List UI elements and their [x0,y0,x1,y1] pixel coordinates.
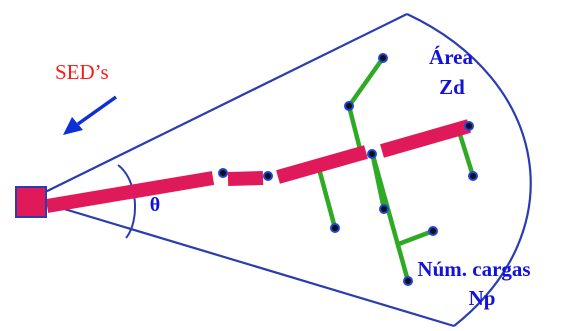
feeder-segment-4 [380,119,471,158]
loads-label: Núm. cargas [417,257,530,281]
node-lower-right-end [428,226,438,236]
node-bottom-end [403,276,413,286]
branch-top-vertical [346,105,364,154]
theta-label: θ [150,194,160,216]
loads-symbol-label: Np [469,286,496,310]
diagonal-arrow-icon [63,95,118,135]
node-right-end [468,171,478,181]
node-top-junction [344,101,354,111]
feeder-segment-3 [276,145,368,184]
branch-top-diagonal [347,56,385,108]
branch-left [315,164,338,229]
cone-upper-edge [30,13,408,200]
branch-lower-stub [369,151,387,210]
branch-lower-horizontal [395,228,434,248]
feeder-segment-2 [227,171,264,186]
feeder-segment-1 [45,171,215,213]
branch-lines [315,56,476,282]
load-nodes [218,53,478,286]
feeder-segments [45,119,471,213]
node-lower-junction [379,204,389,214]
area-symbol-label: Zd [439,75,465,99]
cone-lower-edge [30,197,455,328]
area-label: Área [429,45,473,69]
substation-square-icon [15,186,47,218]
sed-label: SED’s [55,60,109,84]
node-left-end [330,223,340,233]
node-feeder-break-2 [263,171,273,181]
node-main-junction [367,149,377,159]
branch-right [455,127,476,177]
angle-arc [117,164,136,239]
cone-arc [406,13,532,327]
node-top-end [378,53,388,63]
node-feeder-end [464,121,474,131]
node-feeder-break-1 [218,168,228,178]
